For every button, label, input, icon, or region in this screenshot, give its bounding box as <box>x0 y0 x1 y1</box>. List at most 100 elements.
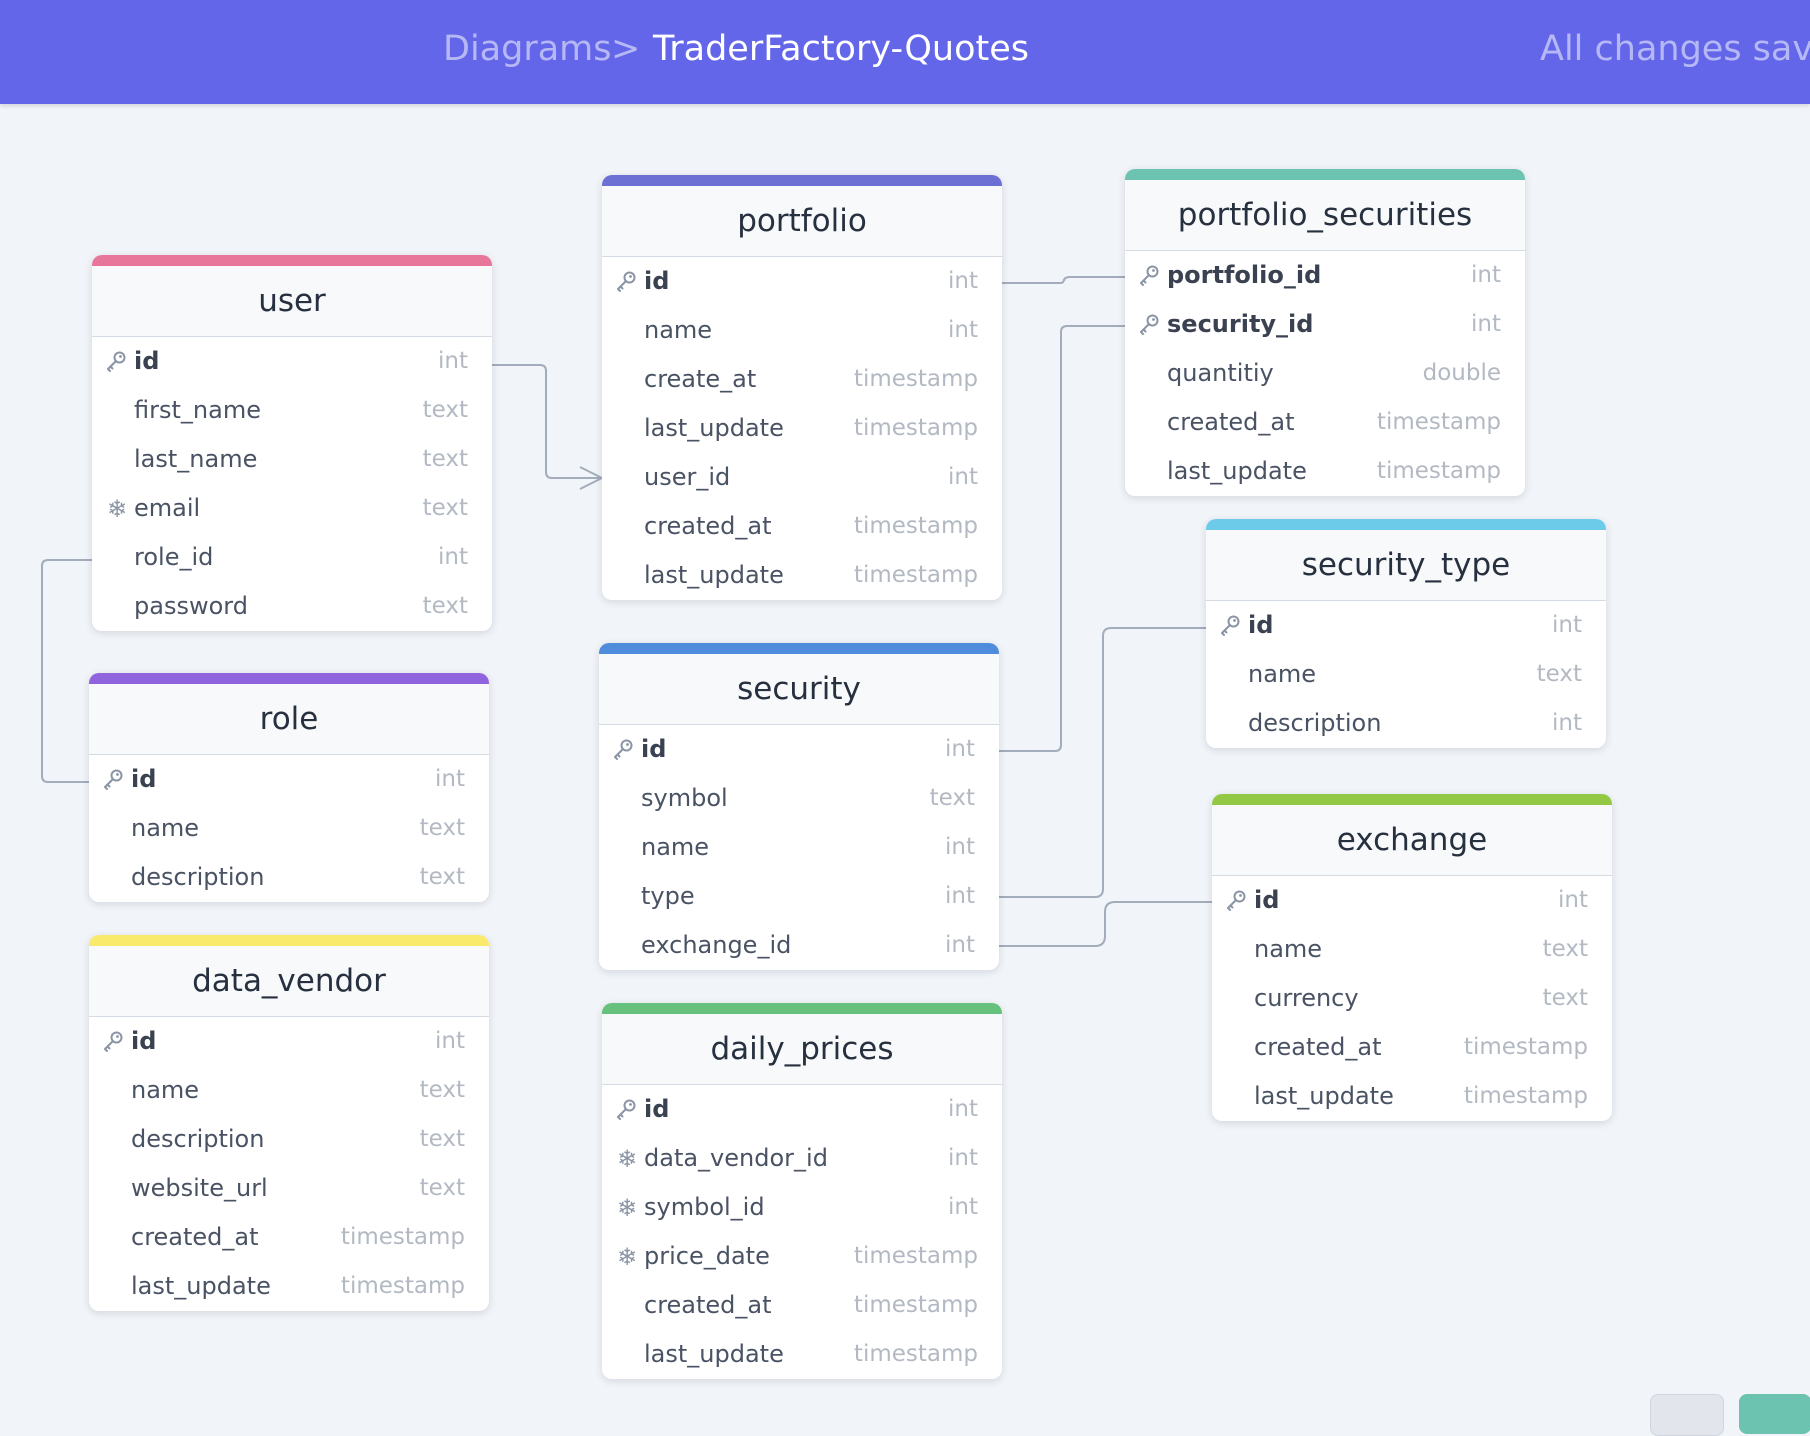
field-name: id <box>1248 611 1274 639</box>
table-name: security_type <box>1301 547 1511 583</box>
key-icon <box>611 737 637 763</box>
table-header[interactable]: daily_prices <box>602 1014 1002 1085</box>
field-type: int <box>948 268 978 294</box>
field-name: created_at <box>131 1223 259 1251</box>
field-name: type <box>641 882 695 910</box>
table-header[interactable]: security <box>599 654 999 725</box>
table-header[interactable]: portfolio <box>602 186 1002 257</box>
field-type: int <box>945 736 975 762</box>
breadcrumb-diagrams-link[interactable]: Diagrams <box>443 29 612 69</box>
field-name: id <box>1254 886 1280 914</box>
key-icon <box>1218 613 1244 639</box>
field-name: last_update <box>131 1272 271 1300</box>
field-name: last_update <box>644 414 784 442</box>
field-name: description <box>131 1125 265 1153</box>
field-type: text <box>1542 936 1588 962</box>
field-name: website_url <box>131 1174 268 1202</box>
field-name: quantitiy <box>1167 359 1274 387</box>
table-header[interactable]: portfolio_securities <box>1125 180 1525 251</box>
field-name: first_name <box>134 396 261 424</box>
field-row[interactable]: last_update timestamp <box>89 1262 489 1311</box>
table-header[interactable]: user <box>92 266 492 337</box>
key-icon <box>1137 312 1163 338</box>
field-name: created_at <box>644 1291 772 1319</box>
field-row[interactable]: id int <box>602 257 1002 306</box>
field-type: timestamp <box>1463 1083 1588 1109</box>
snowflake-icon: ❄ <box>616 1243 638 1271</box>
field-name: name <box>641 833 710 861</box>
table-header[interactable]: role <box>89 684 489 755</box>
field-type: int <box>1471 262 1501 288</box>
bottom-toolbar-button[interactable] <box>1650 1394 1724 1436</box>
field-name: created_at <box>644 512 772 540</box>
diagram-title[interactable]: TraderFactory-Quotes <box>653 29 1029 69</box>
table-header[interactable]: security_type <box>1206 530 1606 601</box>
field-type: text <box>1536 661 1582 687</box>
field-name: id <box>644 267 670 295</box>
field-row[interactable]: name text <box>1212 925 1612 974</box>
field-name: last_update <box>644 1340 784 1368</box>
bottom-accent-button[interactable] <box>1739 1394 1810 1434</box>
snowflake-icon: ❄ <box>616 1145 638 1173</box>
table-header[interactable]: data_vendor <box>89 946 489 1017</box>
field-type: int <box>1471 311 1501 337</box>
table-header[interactable]: exchange <box>1212 805 1612 876</box>
field-type: timestamp <box>340 1273 465 1299</box>
field-type: int <box>435 766 465 792</box>
field-name: name <box>1254 935 1323 963</box>
top-bar: Diagrams > TraderFactory-Quotes All chan… <box>0 0 1810 104</box>
